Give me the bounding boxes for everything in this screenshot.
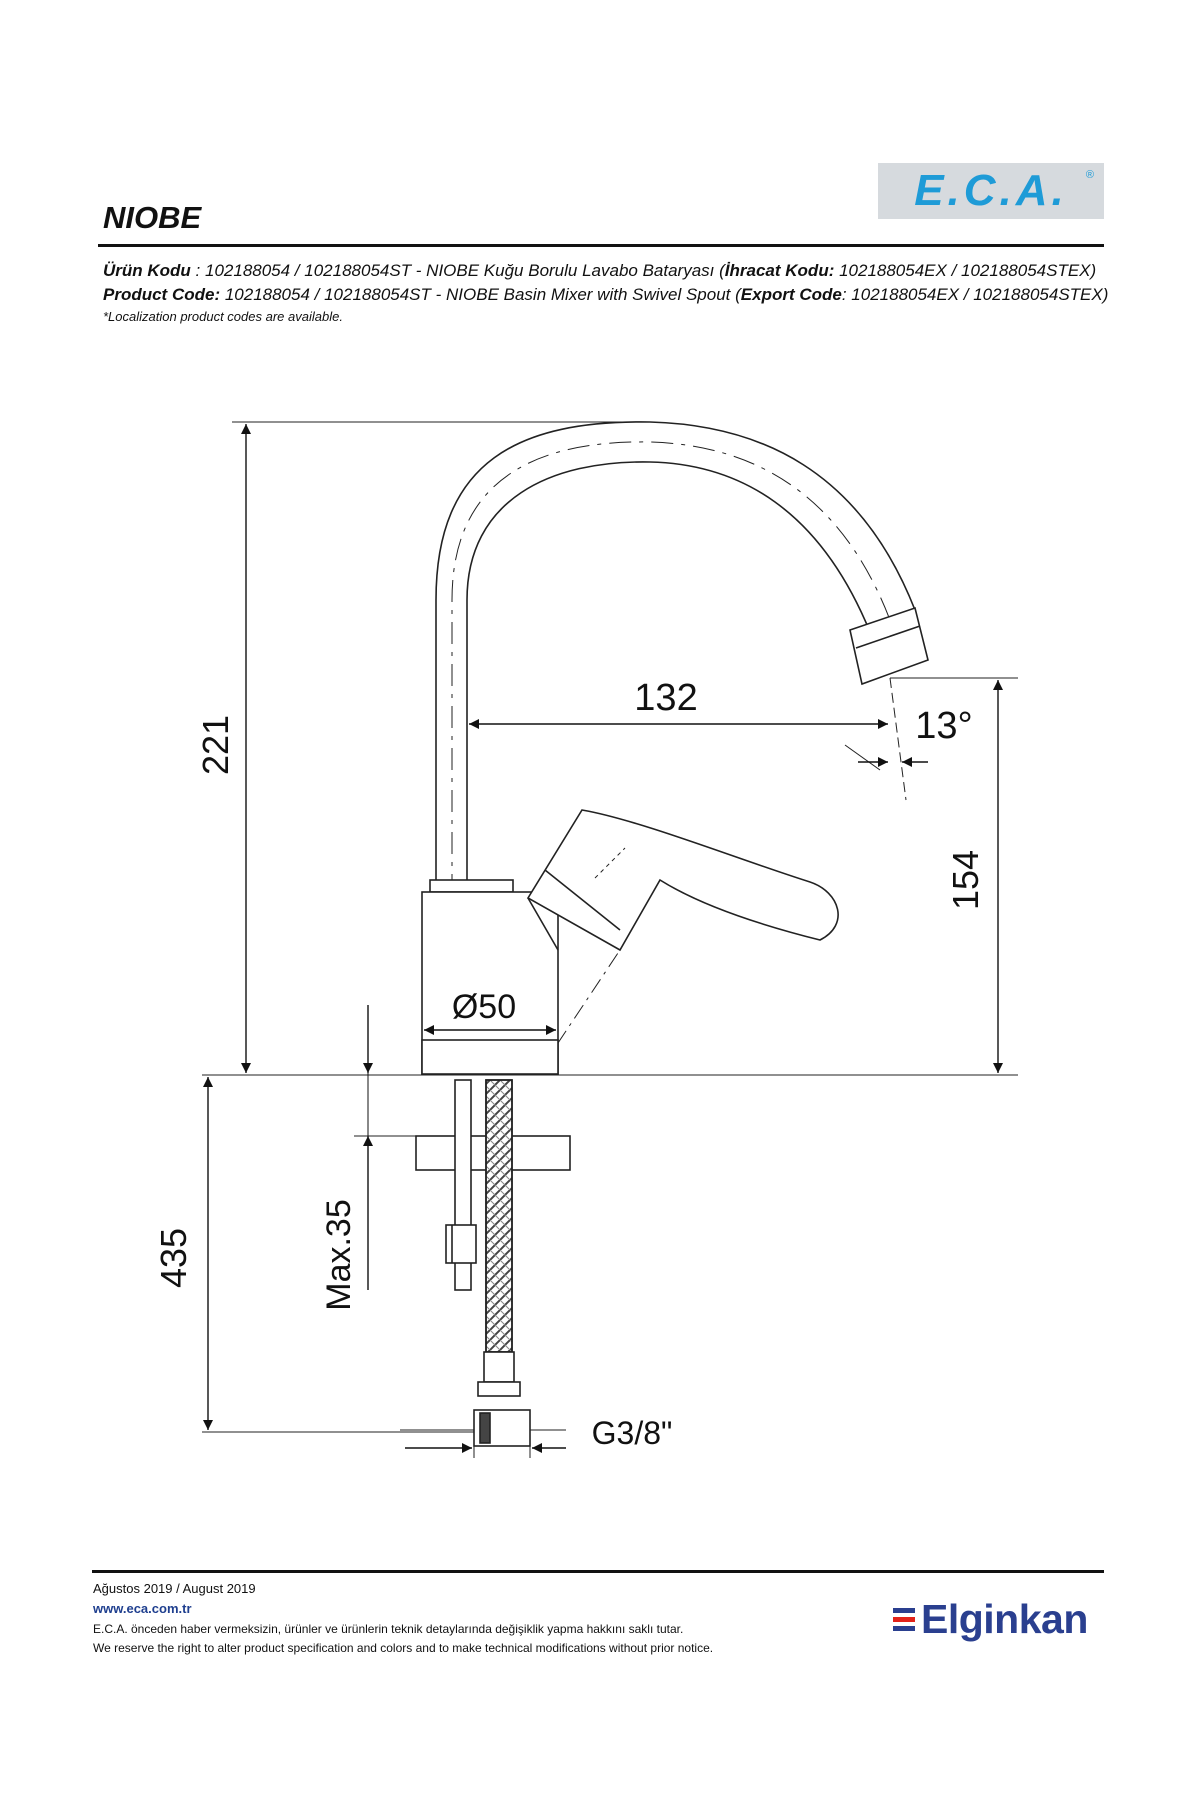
footer-divider: [92, 1570, 1104, 1573]
base-plate: [421, 1039, 559, 1075]
product-code-tr-text: : 102188054 / 102188054ST - NIOBE Kuğu B…: [190, 261, 725, 280]
export-code-en-label: Export Code: [740, 285, 842, 304]
product-name: NIOBE: [103, 200, 202, 235]
dim-435-label: 435: [153, 1228, 194, 1288]
spout-inner: [466, 461, 871, 880]
lever-handle: [526, 809, 839, 952]
elginkan-mark-icon: [893, 1608, 915, 1631]
hose-ferrule: [483, 1351, 515, 1383]
registered-icon: ®: [1085, 169, 1094, 181]
product-code-tr-label: Ürün Kodu: [103, 261, 191, 280]
spout-outer: [435, 421, 916, 880]
dim-221-label: 221: [195, 715, 236, 775]
product-code-en-text: 102188054 / 102188054ST - NIOBE Basin Mi…: [220, 285, 741, 304]
eca-logo: E.C.A. ®: [878, 163, 1104, 219]
faucet-outline: [415, 421, 929, 1447]
lever-detail: [544, 869, 621, 931]
hose-collar: [477, 1381, 521, 1397]
product-code-en: Product Code: 102188054 / 102188054ST - …: [103, 285, 1108, 305]
dim-132-label: 132: [634, 677, 697, 719]
technical-drawing: 221 132 13° 154 Ø50 435 Max.35 G3/8": [153, 421, 1018, 1458]
extension-lines: [202, 421, 1018, 1458]
elginkan-logo: Elginkan: [893, 1596, 1088, 1643]
footer-date: Ağustos 2019 / August 2019: [93, 1581, 256, 1596]
export-code-tr-text: 102188054EX / 102188054STEX): [834, 261, 1097, 280]
lever-hidden: [594, 847, 626, 879]
export-code-en-text: : 102188054EX / 102188054STEX): [841, 285, 1109, 304]
aerator: [849, 606, 929, 686]
dim-max35-label: Max.35: [320, 1199, 358, 1311]
rod-nut: [445, 1224, 477, 1264]
hose-nut-dark: [479, 1412, 491, 1444]
dim-154-label: 154: [945, 850, 986, 910]
body-collar: [429, 879, 514, 893]
localization-note: *Localization product codes are availabl…: [103, 309, 343, 324]
footer-disclaimer-tr: E.C.A. önceden haber vermeksizin, ürünle…: [93, 1622, 684, 1636]
eca-logo-text: E.C.A.: [914, 166, 1068, 215]
braided-hose: [485, 1079, 513, 1353]
footer-disclaimer-en: We reserve the right to alter product sp…: [93, 1641, 714, 1655]
dimension-lines: [203, 424, 1003, 1453]
elginkan-logo-text: Elginkan: [921, 1596, 1088, 1642]
title-divider: [98, 244, 1104, 247]
product-code-tr: Ürün Kodu : 102188054 / 102188054ST - NI…: [103, 261, 1096, 281]
aerator-line: [855, 625, 921, 649]
spout-centerline: [451, 441, 891, 980]
dimension-labels: 221 132 13° 154 Ø50 435 Max.35 G3/8": [153, 677, 986, 1451]
dim-50-label: Ø50: [452, 988, 516, 1026]
lever-front: [527, 897, 559, 951]
product-code-en-label: Product Code:: [103, 285, 221, 304]
dim-g38-label: G3/8": [592, 1415, 673, 1451]
footer-website-link[interactable]: www.eca.com.tr: [93, 1601, 192, 1616]
export-code-tr-label: İhracat Kodu:: [724, 261, 835, 280]
dim-13-label: 13°: [915, 705, 972, 747]
